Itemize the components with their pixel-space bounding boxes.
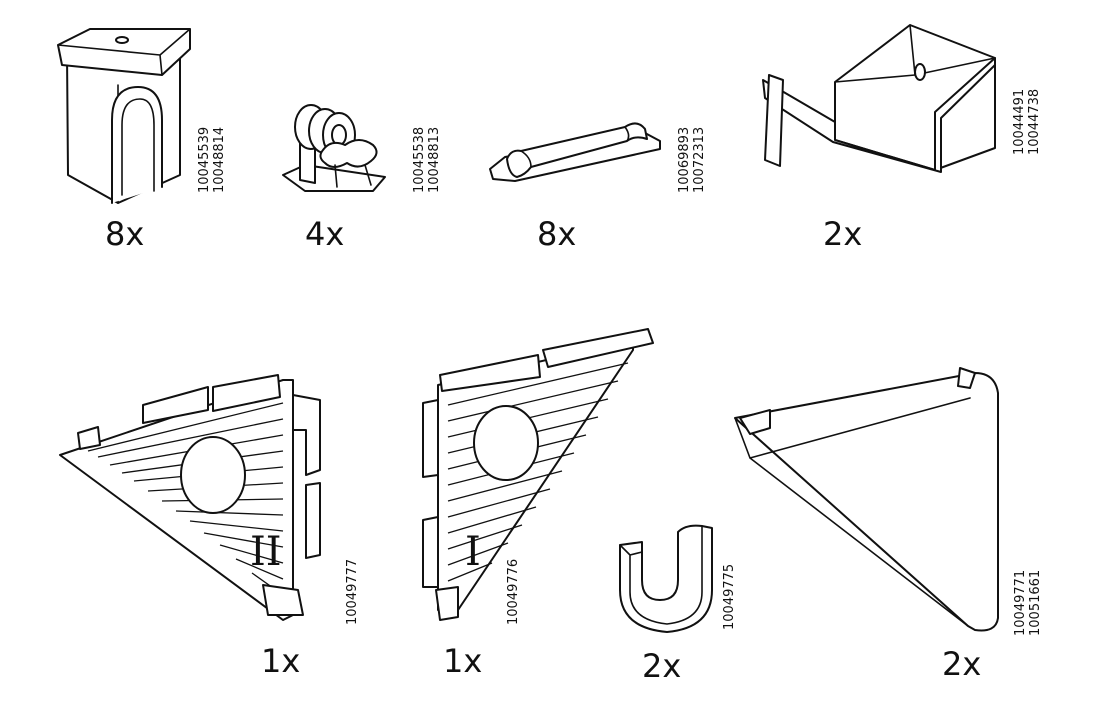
article-numbers: 10045538 10048813 (412, 127, 442, 193)
rail-clip-drawing (489, 122, 661, 182)
article-number: 10048813 (427, 126, 442, 193)
square-cap-drawing (57, 28, 191, 204)
quantity-label: 1x (261, 642, 301, 680)
article-number: 10045539 (197, 126, 212, 193)
corner-bracket-i-drawing: I (422, 328, 654, 621)
article-number: 10051661 (1028, 569, 1043, 636)
quantity-label: 1x (443, 642, 483, 680)
corner-bracket-ii-drawing: II (59, 374, 321, 621)
triangle-bracket-drawing (734, 367, 999, 632)
article-numbers: 10069893 10072313 (677, 127, 707, 193)
part-corner-bracket-ii: II 1x 10049777 (58, 374, 368, 685)
article-numbers: 10049771 10051661 (1013, 570, 1043, 636)
article-number: 10049777 (345, 558, 360, 625)
article-number: 10044491 (1012, 88, 1027, 155)
article-number: 10069893 (677, 126, 692, 193)
quantity-label: 2x (942, 645, 982, 683)
article-number: 10049771 (1013, 569, 1028, 636)
part-triangle-bracket: 2x 10049771 10051661 (730, 367, 1060, 685)
article-number: 10049776 (506, 558, 521, 625)
article-number: 10048814 (212, 126, 227, 193)
part-square-cap: 8x 10045539 10048814 (50, 25, 230, 255)
article-numbers: 10049777 (345, 559, 360, 625)
bracket-mark-ii: II (250, 529, 282, 575)
part-rail-clip: 8x 10069893 10072313 (485, 105, 725, 255)
part-corner-bracket-i: I 1x 10049776 (418, 325, 654, 685)
u-bracket-drawing (762, 24, 996, 173)
article-number: 10044738 (1027, 88, 1042, 155)
article-numbers: 10049776 (506, 559, 521, 625)
quantity-label: 2x (642, 647, 682, 685)
part-u-hook: 2x 10049775 (612, 520, 752, 685)
roller-clip-drawing (282, 104, 386, 192)
article-number: 10045538 (412, 126, 427, 193)
quantity-label: 8x (537, 215, 577, 253)
u-hook-drawing (619, 524, 713, 633)
bracket-mark-i: I (465, 529, 481, 575)
quantity-label: 2x (823, 215, 863, 253)
quantity-label: 4x (305, 215, 345, 253)
part-roller-clip: 4x 10045538 10048813 (275, 95, 455, 255)
article-numbers: 10044491 10044738 (1012, 89, 1042, 155)
quantity-label: 8x (105, 215, 145, 253)
article-number: 10072313 (692, 126, 707, 193)
article-numbers: 10045539 10048814 (197, 127, 227, 193)
part-u-bracket: 2x 10044491 10044738 (755, 20, 1075, 255)
